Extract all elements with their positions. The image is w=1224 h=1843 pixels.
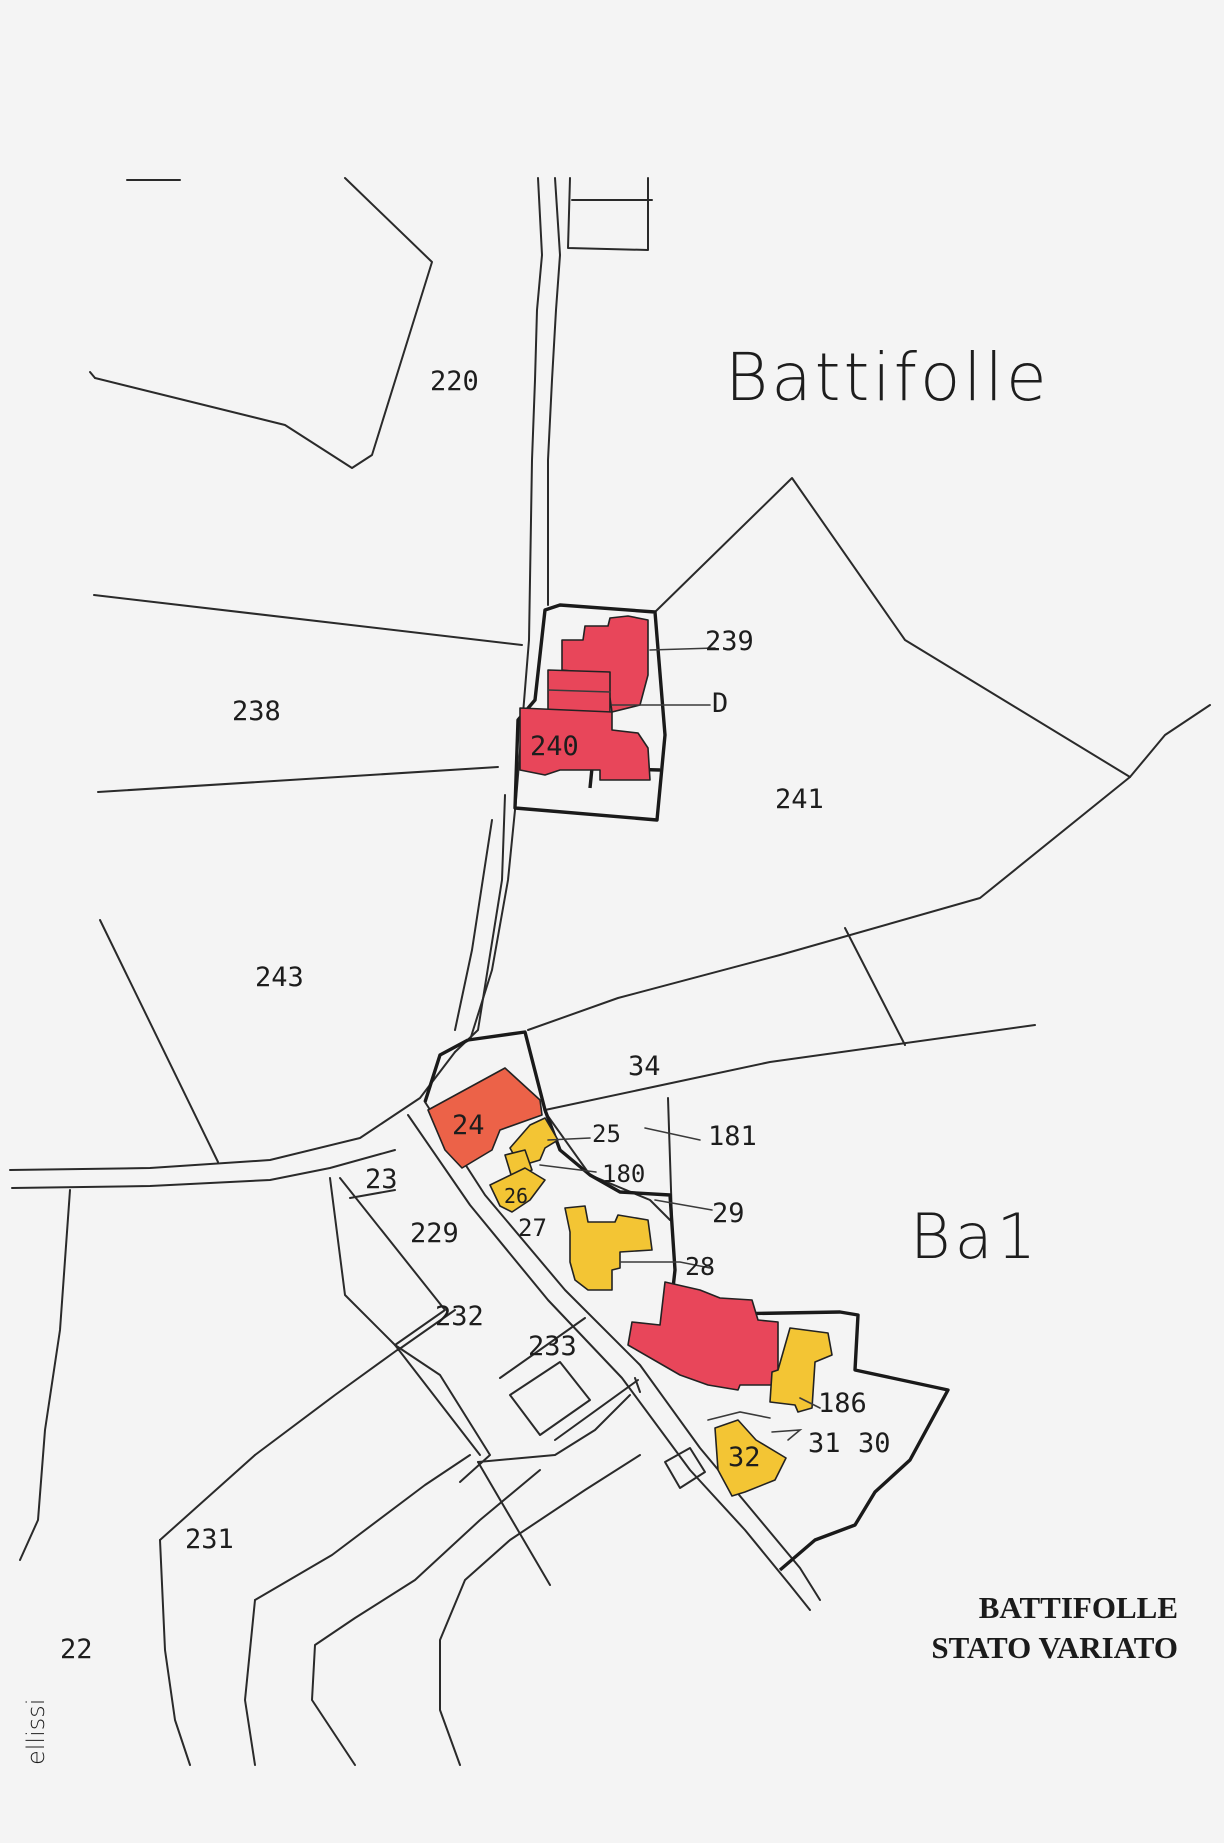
parcel-label-D: D <box>712 688 728 719</box>
parcel-label-238: 238 <box>232 696 281 727</box>
parcel-label-233: 233 <box>528 1331 577 1362</box>
parcel-label-27: 27 <box>518 1214 547 1242</box>
parcel-label-220: 220 <box>430 366 479 397</box>
building-28 <box>564 1205 653 1291</box>
parcel-label-229: 229 <box>410 1218 459 1249</box>
parcel-labels: 220 239 D 238 240 241 243 34 24 25 181 1… <box>60 366 891 1665</box>
parcel-label-241: 241 <box>775 784 824 815</box>
place-name-corner: ellissi <box>22 1699 50 1765</box>
parcel-label-29: 29 <box>712 1198 745 1229</box>
parcel-label-240: 240 <box>530 731 579 762</box>
parcel-label-34: 34 <box>628 1051 661 1082</box>
building-26 <box>489 1167 546 1213</box>
parcel-label-22: 22 <box>60 1634 93 1665</box>
place-name-battifolle: Battifolle <box>725 339 1050 416</box>
parcel-label-23: 23 <box>365 1164 398 1195</box>
buildings <box>427 615 833 1497</box>
building-24 <box>427 1067 543 1169</box>
parcel-label-181: 181 <box>708 1121 757 1152</box>
parcel-label-180: 180 <box>602 1160 645 1188</box>
parcel-label-24: 24 <box>452 1110 485 1141</box>
parcel-boundaries <box>9 177 1211 1766</box>
parcel-label-243: 243 <box>255 962 304 993</box>
parcel-label-25: 25 <box>592 1120 621 1148</box>
building-186 <box>769 1327 833 1413</box>
parcel-label-30: 30 <box>858 1428 891 1459</box>
map-legend-title: BATTIFOLLE STATO VARIATO <box>868 1588 1178 1668</box>
parcel-label-28: 28 <box>685 1252 715 1281</box>
parcel-label-32: 32 <box>728 1442 761 1473</box>
parcel-label-239: 239 <box>705 626 754 657</box>
parcel-label-231: 231 <box>185 1524 234 1555</box>
building-240 <box>519 707 651 781</box>
building-32 <box>714 1419 787 1497</box>
parcel-label-232: 232 <box>435 1301 484 1332</box>
place-names: Battifolle Ba1 ellissi <box>22 339 1050 1765</box>
parcel-label-186: 186 <box>818 1388 867 1419</box>
parcel-label-31: 31 <box>808 1428 841 1459</box>
parcel-label-26: 26 <box>504 1184 528 1208</box>
building-large-red <box>627 1281 779 1391</box>
place-name-ba1: Ba1 <box>910 1200 1040 1273</box>
legend-line-1: BATTIFOLLE <box>978 1590 1178 1625</box>
legend-line-2: STATO VARIATO <box>931 1630 1178 1665</box>
